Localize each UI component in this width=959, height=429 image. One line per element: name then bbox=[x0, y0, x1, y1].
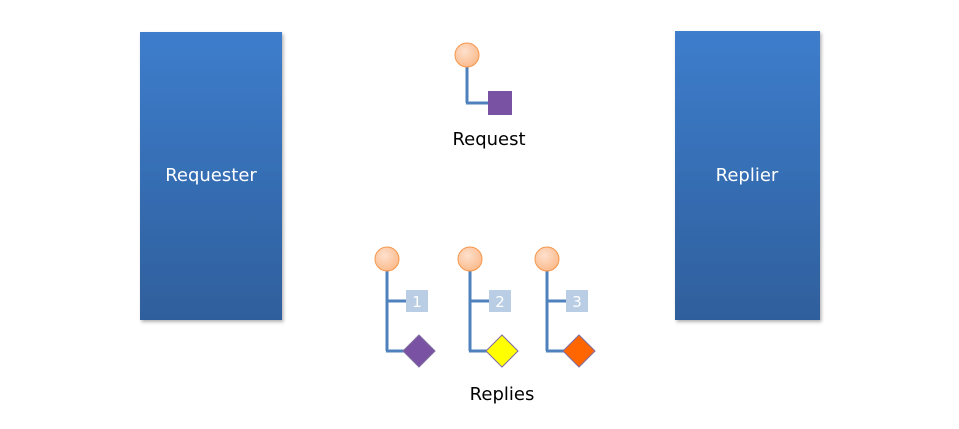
replies-group: 1 2 3 bbox=[374, 246, 596, 368]
reply-header-circle bbox=[374, 246, 400, 272]
reply-header-circle bbox=[457, 246, 483, 272]
reply-sequence-number: 3 bbox=[572, 293, 582, 311]
reply-payload-diamond bbox=[562, 334, 596, 368]
request-header-circle bbox=[454, 42, 480, 68]
request-message: Request bbox=[452, 42, 526, 150]
request-caption: Request bbox=[452, 129, 525, 150]
reply-message: 1 bbox=[374, 246, 436, 368]
reply-message: 2 bbox=[457, 246, 519, 368]
requester-label: Requester bbox=[165, 165, 257, 186]
replies-caption: Replies bbox=[470, 384, 535, 405]
reply-header-circle bbox=[534, 246, 560, 272]
replier-box: Replier bbox=[675, 31, 820, 320]
reply-message: 3 bbox=[534, 246, 596, 368]
reply-payload-diamond bbox=[485, 334, 519, 368]
reply-sequence-tag bbox=[489, 290, 511, 312]
reply-sequence-tag bbox=[406, 290, 428, 312]
reply-sequence-number: 2 bbox=[495, 293, 505, 311]
replier-label: Replier bbox=[716, 165, 779, 186]
requester-box: Requester bbox=[140, 32, 282, 320]
replier-rect bbox=[675, 31, 820, 320]
reply-payload-diamond bbox=[402, 334, 436, 368]
reply-sequence-tag bbox=[566, 290, 588, 312]
reply-sequence-number: 1 bbox=[412, 293, 422, 311]
request-payload-square bbox=[488, 91, 512, 115]
requester-rect bbox=[140, 32, 282, 320]
